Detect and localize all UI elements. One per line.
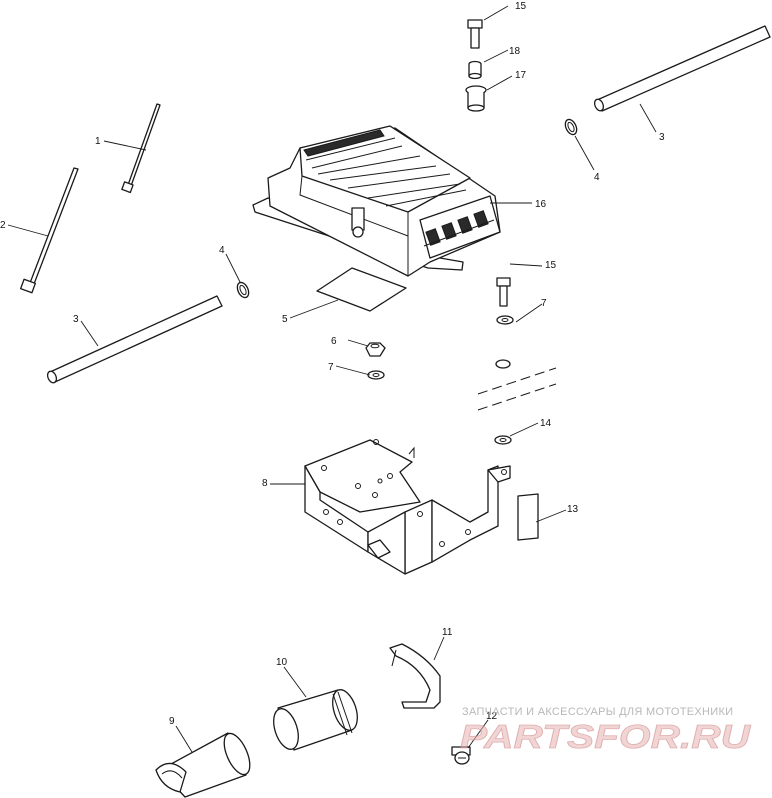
part-13-pad <box>517 493 539 541</box>
part-4-clamp-right <box>564 118 578 136</box>
part-7-washer-left <box>367 370 385 380</box>
part-11-clamp-bracket <box>389 643 441 709</box>
callout-3: 3 <box>73 314 79 325</box>
callout-14: 14 <box>540 418 552 429</box>
part-18-spacer <box>468 60 482 80</box>
callout-3: 3 <box>659 132 665 143</box>
fastener-path-lines <box>477 359 557 411</box>
part-16-control-module <box>252 125 501 277</box>
part-15-bolt-right <box>496 277 511 307</box>
watermark-logo: PARTSFOR.RU <box>460 718 751 755</box>
part-7-washer-right <box>496 315 514 325</box>
callout-15: 15 <box>545 260 557 271</box>
callout-8: 8 <box>262 478 268 489</box>
part-1-cable-tie <box>121 103 161 194</box>
callout-6: 6 <box>331 336 337 347</box>
part-15-bolt-top <box>467 19 483 49</box>
part-12-screw <box>451 746 471 765</box>
part-17-grommet <box>465 85 487 112</box>
callout-13: 13 <box>567 504 579 515</box>
part-6-nut <box>365 342 386 357</box>
callout-12: 12 <box>486 711 498 722</box>
callout-7: 7 <box>328 362 334 373</box>
callout-16: 16 <box>535 199 547 210</box>
callout-18: 18 <box>509 46 521 57</box>
part-5-pad <box>316 267 407 312</box>
callout-17: 17 <box>515 70 527 81</box>
part-2-cable-tie <box>20 167 79 294</box>
leader-lines <box>7 5 657 753</box>
callout-7: 7 <box>541 298 547 309</box>
callout-10: 10 <box>276 657 288 668</box>
callout-1: 1 <box>95 136 101 147</box>
callout-2: 2 <box>0 220 6 231</box>
part-3-hose-right <box>593 25 771 112</box>
callout-9: 9 <box>169 716 175 727</box>
callout-labels: 1 2 3 3 4 4 5 6 7 7 8 9 10 11 12 13 14 1… <box>0 1 665 727</box>
watermark: ЗАПЧАСТИ И АКСЕССУАРЫ ДЛЯ МОТОТЕХНИКИ PA… <box>460 706 752 755</box>
callout-11: 11 <box>442 627 453 638</box>
part-14-washer <box>494 435 512 445</box>
watermark-caption: ЗАПЧАСТИ И АКСЕССУАРЫ ДЛЯ МОТОТЕХНИКИ <box>462 706 733 718</box>
part-10-canister <box>273 689 358 751</box>
callout-4: 4 <box>594 172 600 183</box>
callout-15: 15 <box>515 1 527 12</box>
callout-5: 5 <box>282 314 288 325</box>
part-4-clamp-left <box>236 281 250 299</box>
part-8-mounting-bracket <box>304 439 511 575</box>
part-9-cover <box>155 732 251 798</box>
callout-4: 4 <box>219 245 225 256</box>
part-3-hose-left <box>46 295 223 384</box>
